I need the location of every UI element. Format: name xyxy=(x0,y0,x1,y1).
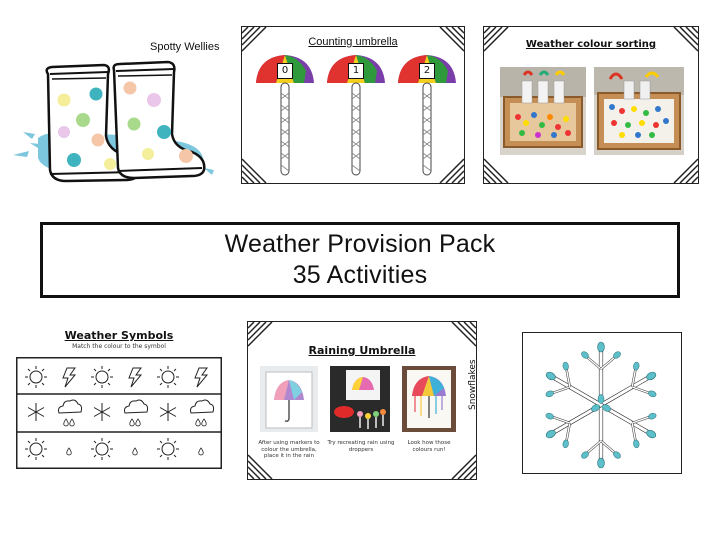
count-number-box: 2 xyxy=(419,63,435,79)
corner-stripes-decoration xyxy=(450,453,476,479)
count-number-box: 0 xyxy=(277,63,293,79)
corner-stripes-decoration xyxy=(438,27,464,53)
card-title: Counting umbrella xyxy=(308,36,398,48)
corner-stripes-decoration xyxy=(248,453,274,479)
corner-stripes-decoration xyxy=(438,157,464,183)
photo-caption: Look how those colours run! xyxy=(407,440,451,453)
corner-stripes-decoration xyxy=(672,157,698,183)
corner-stripes-decoration xyxy=(248,322,274,348)
card-title: Weather colour sorting xyxy=(525,39,657,50)
corner-stripes-decoration xyxy=(450,322,476,348)
weather-colour-sorting-card: Weather colour sorting xyxy=(483,26,699,184)
corner-stripes-decoration xyxy=(242,27,268,53)
banner-title: Weather Provision Pack xyxy=(224,230,496,258)
photo-caption: After using markers to colour the umbrel… xyxy=(258,440,320,460)
spotty-wellies-label: Spotty Wellies xyxy=(150,41,220,53)
count-number-box: 1 xyxy=(348,63,364,79)
sorting-tray-photo xyxy=(500,67,586,155)
title-banner: Weather Provision Pack 35 Activities xyxy=(40,222,680,298)
colours-run-photo xyxy=(402,366,456,432)
corner-stripes-decoration xyxy=(484,27,510,53)
weather-symbols-title: Weather Symbols xyxy=(64,329,174,342)
cotton-bud-snowflake xyxy=(534,341,668,470)
corner-stripes-decoration xyxy=(484,157,510,183)
counting-umbrella-card: Counting umbrella 0 1 2 xyxy=(241,26,465,184)
spotty-wellies-illustration xyxy=(13,60,214,183)
weather-symbols-worksheet xyxy=(16,357,222,469)
umbrella-colouring-photo xyxy=(260,366,318,432)
sorting-tray-photo xyxy=(594,67,684,155)
snowflakes-card xyxy=(522,332,682,474)
snowflakes-label: Snowflakes xyxy=(468,359,478,410)
corner-stripes-decoration xyxy=(242,157,268,183)
raining-umbrella-card: Raining Umbrella xyxy=(247,321,477,480)
photo-caption: Try recreating rain using droppers xyxy=(327,440,395,453)
droppers-photo xyxy=(330,366,390,432)
weather-symbols-subtitle: Match the colour to the symbol xyxy=(72,343,166,350)
banner-subtitle: 35 Activities xyxy=(292,261,428,289)
card-title: Raining Umbrella xyxy=(308,344,416,357)
corner-stripes-decoration xyxy=(672,27,698,53)
